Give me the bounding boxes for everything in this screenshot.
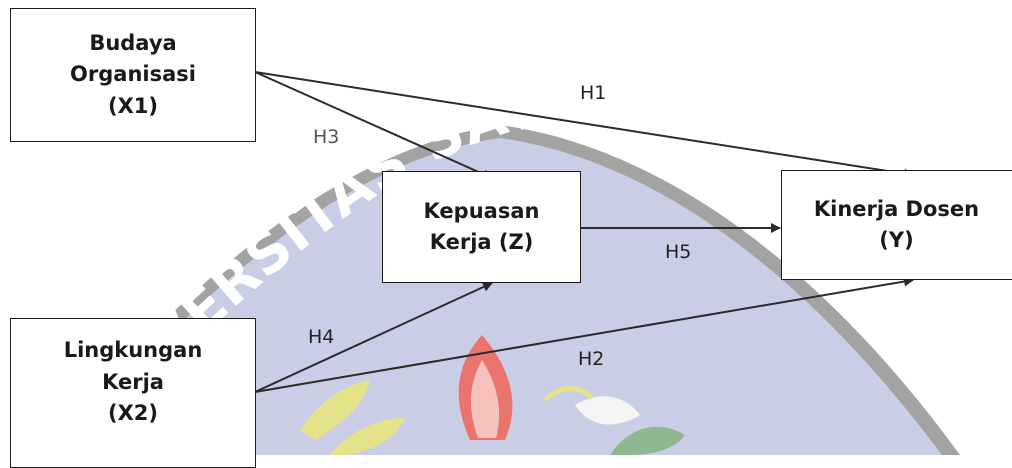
node-label-line: Kerja (Z) — [430, 227, 534, 259]
node-kepuasan-kerja: Kepuasan Kerja (Z) — [382, 171, 581, 283]
node-label-line: Kerja — [102, 367, 164, 399]
node-label-line: Kinerja Dosen — [814, 194, 979, 226]
diagram-canvas: UNIVERSITAS SATYA NEGARA INDONESIA Buday… — [0, 0, 1012, 455]
node-lingkungan-kerja: Lingkungan Kerja (X2) — [10, 318, 256, 468]
arrow-h4 — [255, 283, 492, 392]
edge-label-h3: H3 — [313, 126, 339, 148]
node-label-line: (X2) — [108, 398, 158, 430]
node-label-line: Lingkungan — [64, 335, 203, 367]
node-label-line: Budaya — [89, 28, 176, 60]
edge-label-h2: H2 — [578, 348, 604, 370]
node-label-line: (X1) — [108, 91, 158, 123]
arrow-h3 — [255, 72, 492, 178]
node-budaya-organisasi: Budaya Organisasi (X1) — [10, 8, 256, 142]
node-label-line: (Y) — [879, 225, 913, 257]
node-label-line: Kepuasan — [424, 196, 540, 228]
node-label-line: Organisasi — [70, 59, 196, 91]
edge-label-h5: H5 — [665, 241, 691, 263]
node-kinerja-dosen: Kinerja Dosen (Y) — [781, 170, 1012, 280]
arrow-h2 — [255, 280, 913, 392]
edge-label-h4: H4 — [308, 326, 334, 348]
edge-label-h1: H1 — [580, 82, 606, 104]
